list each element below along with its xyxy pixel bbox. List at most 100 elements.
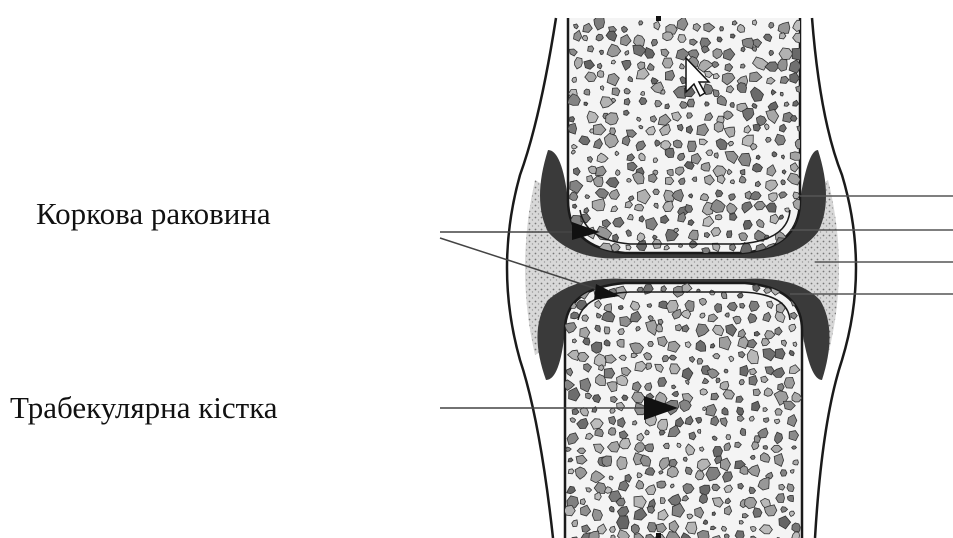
trabecula — [785, 208, 790, 212]
trabecula — [740, 428, 745, 435]
trabecula — [741, 64, 746, 68]
trabecula — [584, 102, 588, 106]
trabecula — [724, 534, 729, 538]
trabecula — [569, 117, 575, 123]
trabecula — [764, 418, 770, 423]
trabecula — [721, 292, 727, 299]
trabecula — [792, 523, 800, 532]
trabecula — [645, 444, 654, 452]
trabecula — [591, 342, 602, 353]
trabecula — [647, 304, 652, 308]
trabecula — [740, 170, 745, 175]
trabecula — [790, 116, 797, 122]
trabecula — [749, 376, 757, 386]
trabecula — [796, 86, 803, 93]
trabecula — [641, 92, 645, 96]
trabecula — [787, 484, 794, 492]
trabecula — [753, 389, 760, 396]
trabecula — [606, 113, 619, 125]
trabecula — [730, 103, 735, 108]
trabecula — [665, 70, 674, 80]
trabecula — [720, 27, 724, 31]
trabecula — [790, 470, 794, 474]
trabecula — [780, 470, 787, 477]
trabecula — [712, 512, 715, 516]
trabecula — [793, 460, 799, 465]
trabecula — [609, 506, 614, 512]
trabecula — [737, 83, 747, 93]
trabecula — [648, 341, 654, 346]
trabecula — [573, 204, 577, 208]
trabecula — [715, 304, 722, 313]
trabecula — [731, 34, 736, 38]
trabecula — [660, 498, 665, 504]
trabecula — [580, 499, 585, 505]
trabecula — [624, 98, 630, 105]
trabecula — [662, 58, 673, 68]
trabecula — [697, 429, 700, 433]
trabecula — [657, 481, 666, 488]
trabecula — [598, 63, 602, 69]
trabecula — [716, 378, 720, 383]
trabecula — [639, 125, 643, 128]
trabecula — [775, 409, 782, 415]
trabecula — [792, 446, 797, 449]
trabecula — [739, 380, 744, 385]
trabecula — [726, 435, 731, 440]
trabecula — [740, 303, 745, 308]
trabecula — [781, 180, 786, 185]
trabecula — [588, 46, 594, 52]
top-marker — [656, 16, 661, 21]
trabecula — [584, 89, 590, 95]
bottom-marker — [656, 533, 661, 538]
trabecula — [669, 459, 677, 466]
trabecula — [756, 155, 760, 159]
trabecula — [626, 245, 631, 250]
trabecula — [717, 37, 722, 42]
trabecula — [635, 204, 644, 211]
trabecula — [678, 35, 686, 43]
trabecula — [616, 170, 621, 176]
trabecula — [753, 20, 757, 26]
trabecula — [795, 139, 804, 148]
trabecula — [740, 365, 749, 376]
trabecula — [683, 457, 687, 461]
trabecula — [737, 407, 744, 415]
trabecula — [727, 231, 732, 238]
trabecula — [763, 446, 768, 450]
trabecula — [617, 457, 627, 470]
trabecula — [647, 523, 656, 533]
trabecula — [610, 128, 616, 134]
trabecula — [677, 443, 681, 447]
trabecula — [612, 88, 620, 96]
trabecula — [653, 158, 658, 163]
trabecula — [769, 22, 774, 28]
trabecula — [687, 99, 694, 107]
trabecula — [639, 21, 643, 25]
trabecula — [568, 469, 574, 474]
trabecula — [665, 148, 674, 157]
trabecula — [685, 205, 693, 213]
trabecula — [609, 476, 613, 480]
trabecula — [697, 359, 703, 365]
trabecula — [597, 71, 604, 78]
trabecula — [633, 421, 637, 425]
trabecula — [665, 104, 670, 109]
trabecula — [792, 48, 804, 60]
trabecula — [753, 124, 760, 131]
trabecula — [604, 327, 610, 334]
trabecula — [587, 175, 594, 182]
trabecula — [706, 404, 717, 416]
trabecula — [714, 122, 724, 133]
trabecula — [661, 90, 665, 95]
trabecula — [740, 466, 748, 475]
trabecula — [730, 180, 734, 184]
trabecula — [711, 393, 719, 400]
trabecula — [780, 92, 783, 96]
trabecula — [618, 306, 623, 310]
trabecula — [688, 141, 697, 152]
trabecula — [700, 313, 705, 318]
trabecula — [716, 215, 723, 220]
trabecula — [793, 342, 797, 347]
